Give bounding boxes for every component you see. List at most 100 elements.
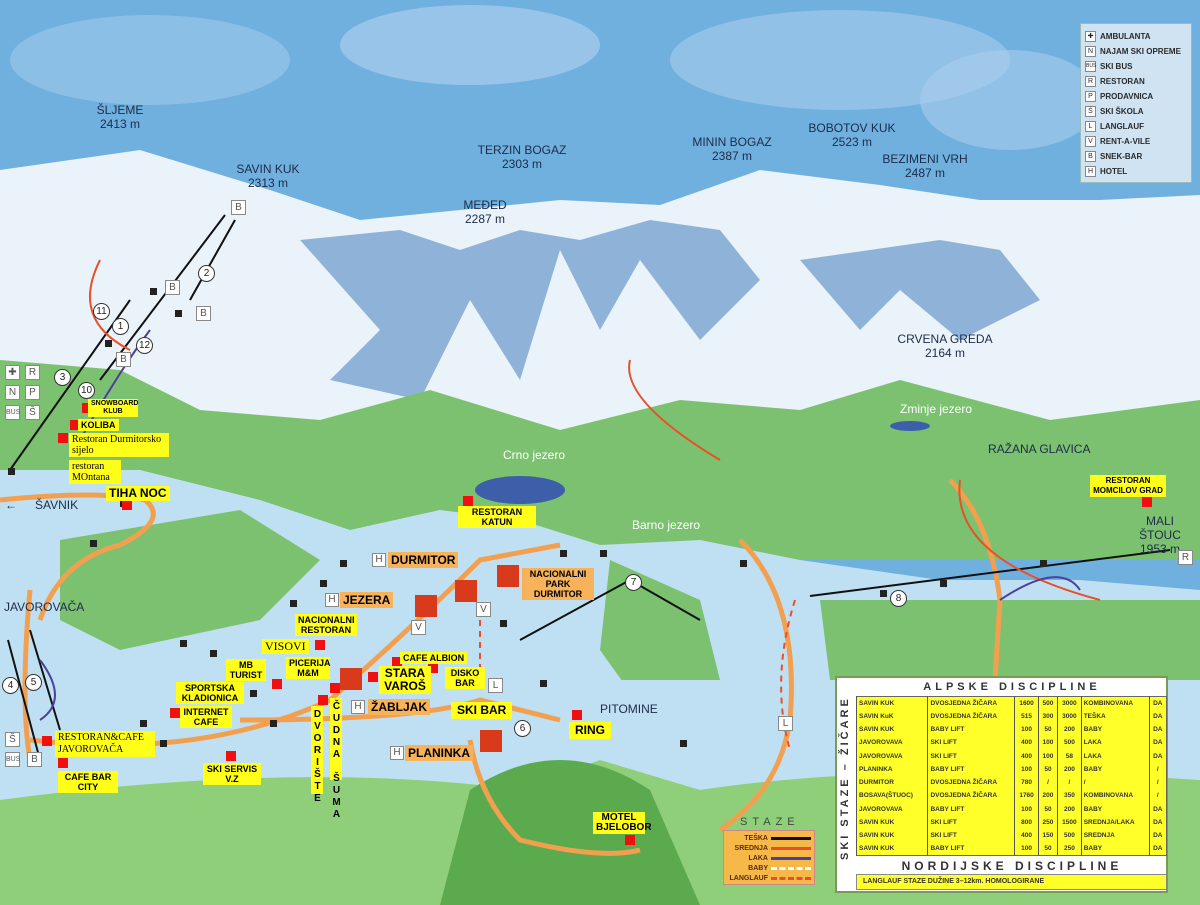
label-cudna-suma[interactable]: ČUDNA ŠUMA — [330, 698, 342, 821]
label-nacionalni-park[interactable]: NACIONALNI PARK DURMITOR — [522, 568, 594, 600]
hotel-icon: H — [372, 553, 386, 567]
label-ski-bar[interactable]: SKI BAR — [451, 702, 513, 719]
trail-label: LAKA — [748, 854, 768, 862]
label-hotel-durmitor[interactable]: DURMITOR — [388, 552, 459, 568]
label-motel-bjelobor[interactable]: MOTEL BJELOBOR — [593, 812, 652, 834]
trail-label: LANGLAUF — [729, 874, 769, 882]
label-ski-servis[interactable]: SKI SERVIS V.Z — [203, 763, 261, 785]
table-cell: 400 — [1014, 829, 1039, 843]
poi-marker[interactable] — [70, 420, 80, 430]
shop-icon: P — [25, 385, 40, 400]
table-cell: 3000 — [1057, 696, 1082, 710]
poi-marker[interactable] — [42, 736, 52, 746]
label-restoran-montana[interactable]: restoran MOntana — [69, 460, 121, 484]
lift-number[interactable]: 7 — [625, 574, 642, 591]
label-hotel-jezera[interactable]: JEZERA — [340, 592, 394, 608]
label-stara-varos[interactable]: STARA VAROŠ — [379, 666, 431, 694]
poi-marker[interactable] — [318, 695, 328, 705]
table-cell: 515 — [1014, 709, 1039, 723]
lake-barno: Barno jezero — [632, 518, 701, 532]
poi-marker[interactable] — [315, 640, 325, 650]
ski-school-icon: Š — [5, 732, 20, 747]
lift-number[interactable]: 2 — [198, 265, 215, 282]
label-cafe-bar-city[interactable]: CAFE BAR CITY — [58, 771, 118, 793]
poi-marker[interactable] — [392, 657, 402, 667]
label-picerija[interactable]: PICERIJA M&M — [286, 657, 331, 679]
lift-number[interactable]: 5 — [25, 674, 42, 691]
legend-icon: B — [1085, 151, 1096, 162]
savnik-arrow: ← — [5, 498, 17, 512]
label-hotel-planinka[interactable]: PLANINKA — [405, 745, 473, 761]
label-ring[interactable]: RING — [569, 722, 611, 739]
staze-title: STAZE — [740, 816, 800, 828]
table-cell: 300 — [1037, 709, 1058, 723]
label-visovi[interactable]: VISOVI — [262, 639, 309, 654]
label-restoran-durmitorsko-sijelo[interactable]: Restoran Durmitorsko sijelo — [69, 433, 169, 457]
lift-number[interactable]: 8 — [890, 590, 907, 607]
label-snowboard-klub[interactable]: SNOWBOARD KLUB — [88, 399, 138, 417]
lift-number[interactable]: 6 — [514, 720, 531, 737]
poi-marker[interactable] — [428, 663, 438, 673]
label-nacionalni-restoran[interactable]: NACIONALNI RESTORAN — [295, 614, 357, 636]
trail-legend-item: BABY — [727, 863, 811, 873]
table-cell: BABY — [1080, 762, 1150, 776]
poi-marker[interactable] — [272, 679, 282, 689]
poi-marker[interactable] — [226, 751, 236, 761]
poi-marker[interactable] — [122, 500, 132, 510]
label-mb-turist[interactable]: MB TURIST — [226, 659, 266, 681]
label-restoran-katun[interactable]: RESTORAN KATUN — [458, 506, 536, 528]
label-sportska-kladionica[interactable]: SPORTSKA KLADIONICA — [176, 682, 244, 704]
label-koliba[interactable]: KOLIBA — [78, 419, 119, 431]
trail-label: TEŠKA — [744, 834, 768, 842]
label-restoran-cafe-javorovaca[interactable]: RESTORAN&CAFE JAVOROVAČA — [55, 731, 155, 757]
lift-number[interactable]: 4 — [2, 677, 19, 694]
table-cell: LAKA — [1080, 749, 1150, 763]
label-tiha-noc[interactable]: TIHA NOC — [106, 486, 170, 501]
lift-number[interactable]: 11 — [93, 303, 110, 320]
table-cell: 100 — [1014, 802, 1039, 816]
poi-marker[interactable] — [368, 672, 378, 682]
poi-marker[interactable] — [330, 683, 340, 693]
ski-bus-icon: BUS — [5, 405, 20, 420]
poi-marker[interactable] — [82, 403, 92, 413]
legend-label: PRODAVNICA — [1100, 92, 1154, 101]
restaurant-icon: R — [1178, 550, 1193, 565]
lift-number[interactable]: 1 — [112, 318, 129, 335]
table-cell: 780 — [1014, 776, 1039, 790]
label-restoran-momcilov-grad[interactable]: RESTORAN MOMCILOV GRAD — [1090, 475, 1166, 497]
poi-marker[interactable] — [463, 496, 473, 506]
table-cell: 3000 — [1057, 709, 1082, 723]
table-cell: SREDNJA — [1080, 829, 1150, 843]
label-dvoriste[interactable]: DVORIŠTE — [311, 706, 323, 805]
label-disko-bar[interactable]: DISKO BAR — [445, 667, 485, 689]
label-cafe-albion[interactable]: CAFE ALBION — [400, 652, 468, 664]
snack-bar-icon: B — [196, 306, 211, 321]
poi-marker[interactable] — [170, 708, 180, 718]
table-cell: DVOSJEDNA ŽIČARA — [927, 696, 1015, 710]
lift-number[interactable]: 12 — [136, 337, 153, 354]
legend-label: AMBULANTA — [1100, 32, 1151, 41]
poi-marker[interactable] — [58, 758, 68, 768]
poi-marker[interactable] — [58, 433, 68, 443]
table-cell: DA — [1148, 723, 1167, 737]
lift-number[interactable]: 10 — [78, 382, 95, 399]
poi-marker[interactable] — [572, 710, 582, 720]
table-cell: BABY LIFT — [927, 842, 1015, 856]
poi-marker[interactable] — [625, 835, 635, 845]
trail-label: SREDNJA — [734, 844, 768, 852]
table-cell: BABY LIFT — [927, 762, 1015, 776]
label-internet-cafe[interactable]: INTERNET CAFE — [180, 706, 232, 728]
label-hotel-zabljak[interactable]: ŽABLJAK — [368, 699, 430, 715]
lift-number[interactable]: 3 — [54, 369, 71, 386]
poi-marker[interactable] — [1142, 497, 1152, 507]
